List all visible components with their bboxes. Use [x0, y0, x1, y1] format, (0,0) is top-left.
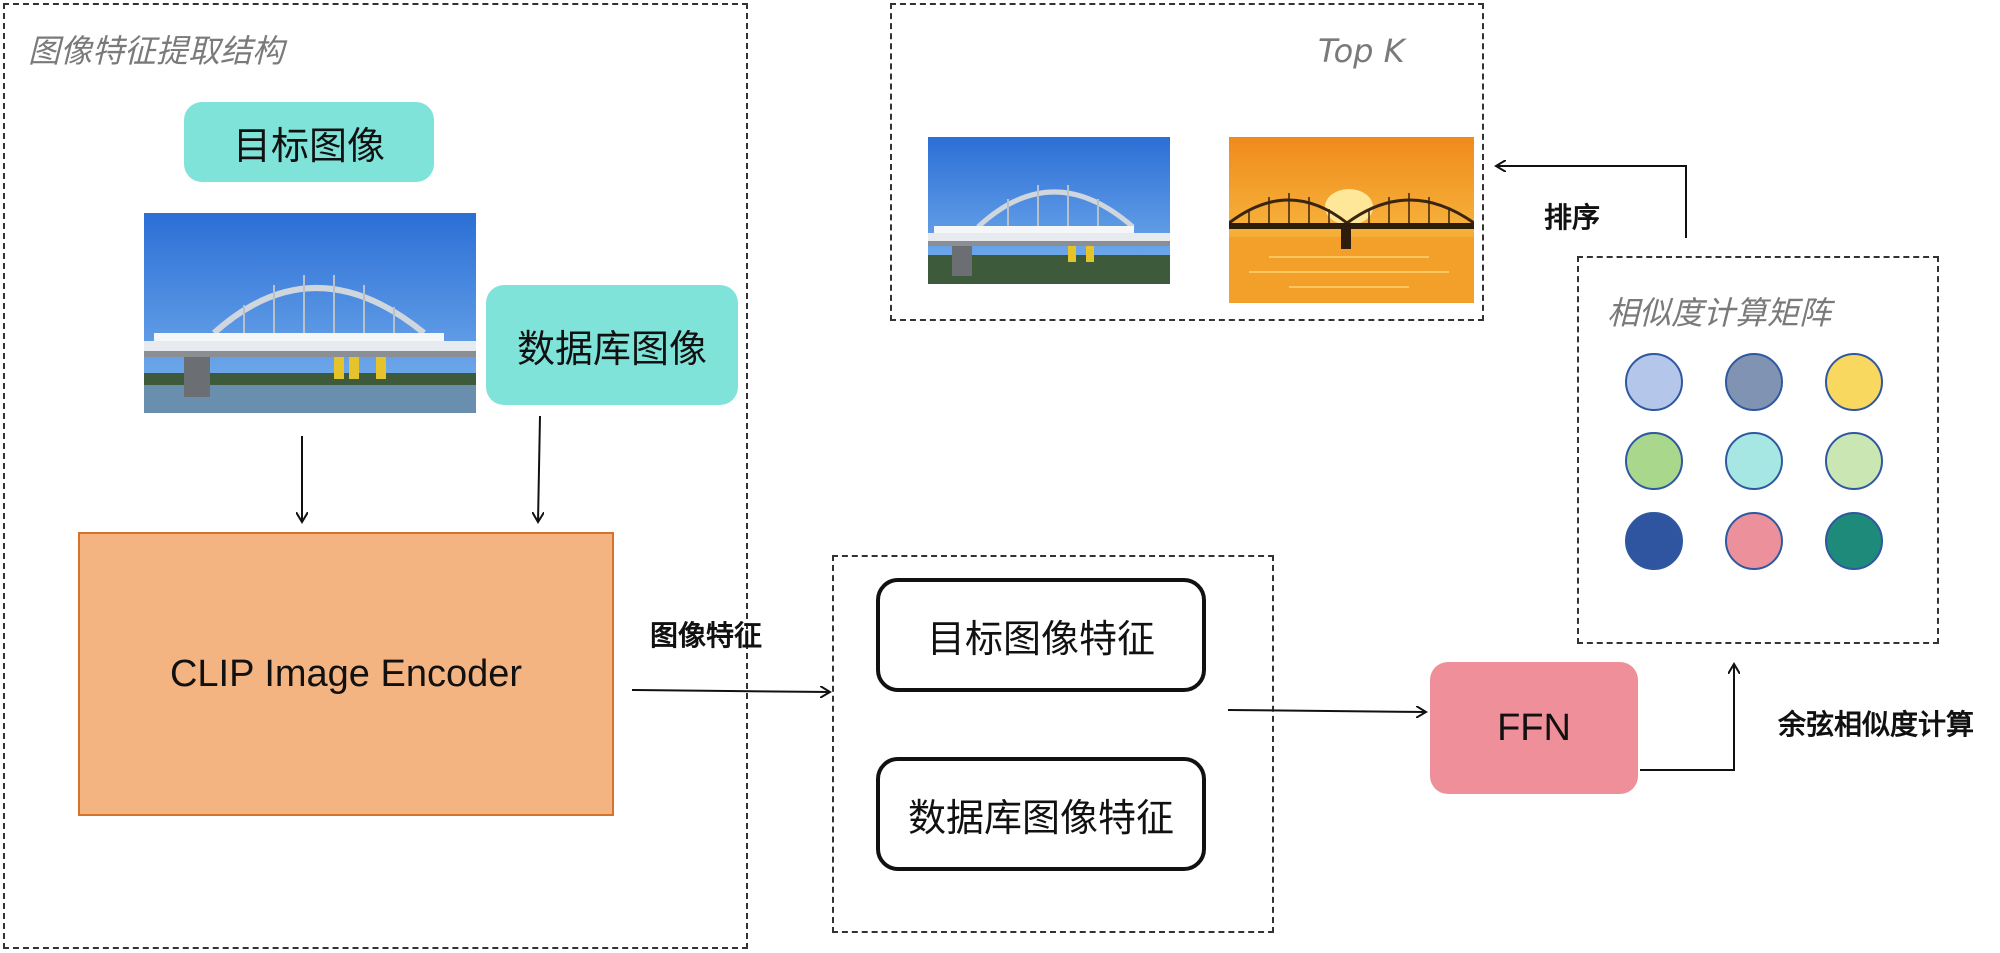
- similarity-circle: [1725, 432, 1783, 490]
- clip-image-encoder: CLIP Image Encoder: [78, 532, 614, 816]
- arrow-features-to-ffn: [1227, 710, 1426, 712]
- encoder-label: CLIP Image Encoder: [169, 652, 523, 695]
- arrow-ffn-to-similarity: [1640, 664, 1734, 771]
- feature-extraction-title: 图像特征提取结构: [28, 32, 285, 70]
- ffn-label: FFN: [1497, 706, 1571, 749]
- features-group: [832, 555, 1274, 933]
- database-image-features: 数据库图像特征: [876, 757, 1206, 871]
- similarity-circle: [1625, 432, 1683, 490]
- similarity-circle: [1625, 512, 1683, 570]
- similarity-matrix-group: [1577, 256, 1939, 644]
- sort-label: 排序: [1544, 201, 1601, 234]
- topk-bridge-photo-1: [928, 137, 1170, 284]
- similarity-circle: [1625, 353, 1683, 411]
- arrow-similarity-to-topk: [1496, 166, 1687, 238]
- cosine-similarity-label: 余弦相似度计算: [1778, 708, 1975, 741]
- target-image-features: 目标图像特征: [876, 578, 1206, 692]
- similarity-circle: [1725, 353, 1783, 411]
- topk-title: Top K: [1318, 32, 1405, 70]
- similarity-circle: [1725, 512, 1783, 570]
- similarity-circle: [1825, 512, 1883, 570]
- target-image-label: 目标图像: [184, 102, 434, 182]
- topk-sunset-bridge-photo: [1229, 137, 1474, 303]
- similarity-circle: [1825, 432, 1883, 490]
- topk-group: [890, 3, 1484, 321]
- similarity-circle: [1825, 353, 1883, 411]
- arrow-database-to-encoder: [538, 415, 540, 522]
- target-bridge-photo: [144, 213, 476, 413]
- image-features-edge-label: 图像特征: [650, 619, 763, 652]
- feature-extraction-group: [3, 3, 748, 949]
- similarity-matrix-title: 相似度计算矩阵: [1607, 294, 1832, 332]
- arrow-encoder-to-features: [631, 690, 830, 692]
- ffn-block: FFN: [1430, 662, 1638, 794]
- database-image-label: 数据库图像: [486, 285, 738, 405]
